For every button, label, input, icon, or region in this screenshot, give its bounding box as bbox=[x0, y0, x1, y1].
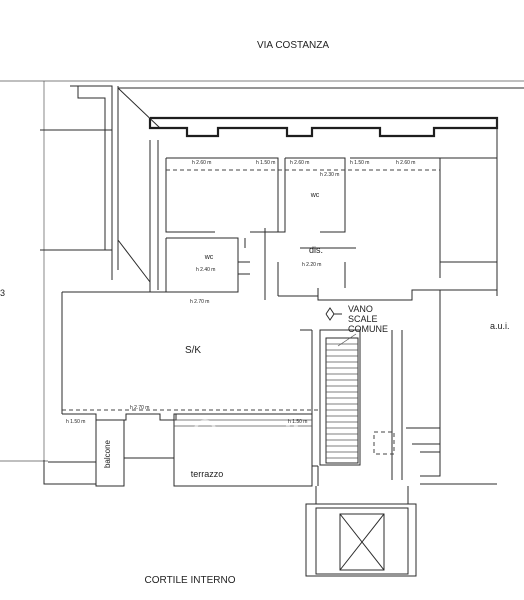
height-label: h 2.60 m bbox=[396, 160, 415, 166]
context-lines bbox=[0, 80, 524, 462]
height-label: h 2.70 m bbox=[130, 405, 149, 411]
stair-label-line3: COMUNE bbox=[348, 324, 388, 334]
height-label: h 2.70 m bbox=[190, 299, 209, 305]
stair-label-line2: SCALE bbox=[348, 314, 378, 324]
side-number: 3 bbox=[0, 288, 5, 298]
height-label: h 1.50 m bbox=[288, 419, 307, 425]
height-label: h 1.50 m bbox=[66, 419, 85, 425]
height-label: h 2.60 m bbox=[192, 160, 211, 166]
watermark: casa.it bbox=[193, 419, 303, 446]
height-label: h 2.30 m bbox=[320, 172, 339, 178]
height-label: h 2.20 m bbox=[302, 262, 321, 268]
room-wc-upper: wc bbox=[310, 192, 320, 199]
apartment-walls bbox=[61, 116, 499, 421]
stairwell bbox=[319, 290, 497, 485]
left-block bbox=[40, 85, 524, 283]
courtyard-label: CORTILE INTERNO bbox=[145, 575, 236, 586]
room-disimpegno: dis. bbox=[309, 245, 323, 255]
neighbor-label: a.u.i. bbox=[490, 321, 510, 331]
height-label: h 1.50 m bbox=[350, 160, 369, 166]
stair-label-line1: VANO bbox=[348, 304, 373, 314]
height-label: h 2.60 m bbox=[290, 160, 309, 166]
street-label: VIA COSTANZA bbox=[257, 40, 329, 51]
room-living: S/K bbox=[185, 345, 201, 356]
height-label: h 1.50 m bbox=[256, 160, 275, 166]
room-terrace: terrazzo bbox=[191, 469, 224, 479]
lift-shaft bbox=[305, 486, 417, 577]
height-label: h 2.40 m bbox=[196, 267, 215, 273]
room-balcony: balcone bbox=[103, 439, 112, 468]
room-wc-lower: wc bbox=[204, 254, 214, 261]
watermark-text: casa.it bbox=[220, 421, 303, 446]
